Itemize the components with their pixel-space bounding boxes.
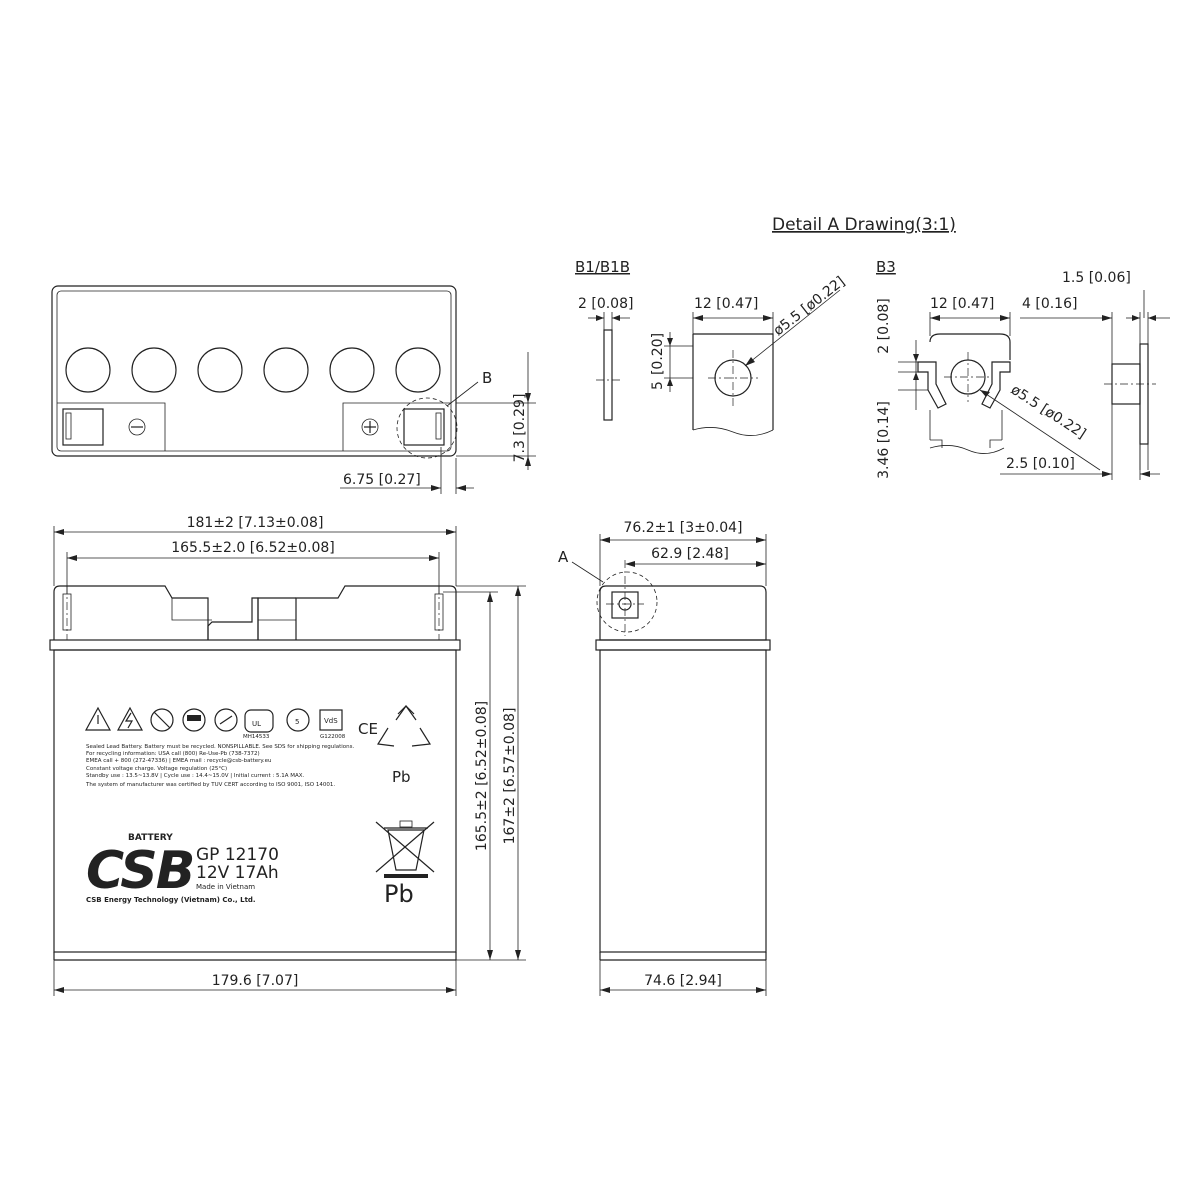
b3-offset-bottom: 2.5 [0.10]: [1006, 456, 1075, 472]
dim-height-body: 165.5±2 [6.52±0.08]: [474, 701, 490, 851]
b1-label: B1/B1B: [575, 258, 630, 276]
detail-b3: 12 [0.47] 4 [0.16] 1.5 [0.06] ø5.5 [ø0.2…: [876, 270, 1170, 480]
detail-title: Detail A Drawing(3:1): [772, 215, 956, 235]
model-name: GP 12170: [196, 845, 279, 865]
svg-text:UL: UL: [252, 720, 261, 728]
dim-overall-depth: 76.2±1 [3±0.04]: [624, 520, 743, 536]
warning-line-4: Constant voltage charge. Voltage regulat…: [86, 766, 227, 772]
cert-mh: MH14533: [243, 734, 270, 740]
dim-terminal-span: 165.5±2.0 [6.52±0.08]: [171, 540, 335, 556]
ce-mark: CE: [358, 720, 378, 738]
front-view: UL 5 MH14533 VdS G122008 CE Pb Sealed Le…: [49, 515, 526, 996]
b1-thickness: 2 [0.08]: [578, 296, 633, 312]
warning-line-6: The system of manufacturer was certified…: [85, 782, 335, 788]
warning-icons: UL 5: [84, 706, 343, 733]
warning-line-2: For recycling information: USA call (800…: [86, 751, 260, 757]
b1-offset-small: [0.20]: [650, 333, 666, 375]
made-in: Made in Vietnam: [196, 883, 255, 891]
model-rating: 12V 17Ah: [196, 863, 279, 883]
dim-body-width: 179.6 [7.07]: [212, 973, 299, 989]
csb-logo: BATTERY CSB: [86, 833, 195, 901]
b1-offset-5: 5: [650, 381, 666, 390]
recycle-icon: [376, 704, 432, 747]
label-b: B: [482, 369, 492, 387]
b3-label: B3: [876, 258, 896, 276]
cert-g: G122008: [320, 734, 346, 740]
dim-height-total: 167±2 [6.57±0.08]: [502, 708, 518, 845]
b3-width: 12 [0.47]: [930, 296, 994, 312]
b1-hole: ø5.5 [ø0.22]: [771, 274, 849, 340]
label-a: A: [558, 548, 569, 566]
b3-edge: 1.5 [0.06]: [1062, 270, 1131, 286]
company-name: CSB Energy Technology (Vietnam) Co., Ltd…: [86, 896, 256, 904]
csb-brand: CSB: [86, 841, 193, 901]
b3-height-left: 3.46 [0.14]: [876, 401, 892, 479]
pb-mark-2: Pb: [384, 880, 414, 908]
pb-mark-1: Pb: [392, 768, 411, 786]
svg-text:5: 5: [295, 718, 299, 726]
b3-depth: 4 [0.16]: [1022, 296, 1077, 312]
dim-top-offset: 6.75 [0.27]: [343, 472, 421, 488]
b3-hole: ø5.5 [ø0.22]: [1008, 382, 1089, 442]
b3-thickness-top: 2 [0.08]: [876, 298, 892, 353]
b1-width: 12 [0.47]: [694, 296, 758, 312]
warning-line-3: EMEA call + 800 (272-47336) | EMEA mail …: [86, 758, 271, 764]
dim-terminal-offset: 62.9 [2.48]: [651, 546, 729, 562]
top-view: B 7.3 [0.29] 6.75 [0.27]: [51, 285, 536, 494]
warning-line-1: Sealed Lead Battery. Battery must be rec…: [86, 744, 355, 750]
cert-vds: VdS: [324, 717, 338, 725]
detail-b1: 2 [0.08] 12 [0.47] ø5.5 [ø0.22] [0.20] 5: [578, 274, 848, 436]
warning-line-5: Standby use : 13.5~13.8V | Cycle use : 1…: [86, 773, 305, 779]
csb-brand-tag: BATTERY: [128, 833, 173, 843]
dim-overall-width: 181±2 [7.13±0.08]: [187, 515, 324, 531]
crossed-bin-icon: [375, 820, 435, 878]
dim-body-depth: 74.6 [2.94]: [644, 973, 722, 989]
dim-top-height: 7.3 [0.29]: [512, 394, 528, 463]
side-view: A 76.2±1 [3±0.04] 62.9 [2.48] 74.6 [2.94…: [558, 520, 771, 996]
